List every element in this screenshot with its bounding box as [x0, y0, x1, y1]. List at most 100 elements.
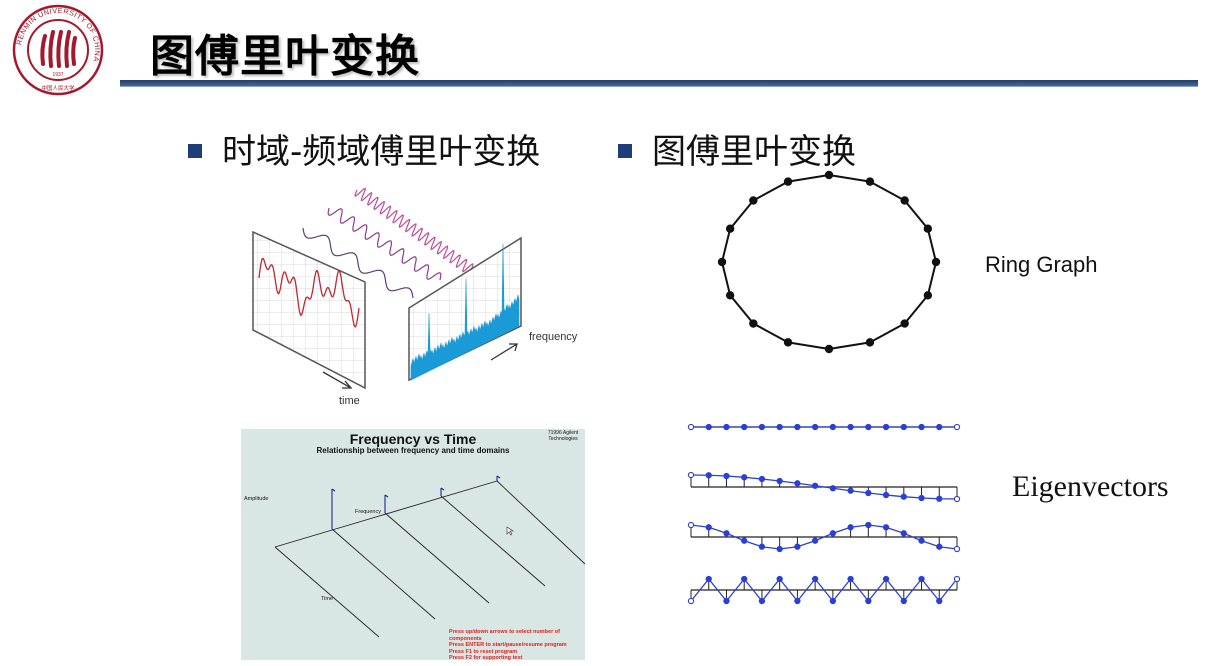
ring-edge [729, 294, 755, 325]
eigen-point [741, 575, 748, 583]
eigen-point [829, 530, 837, 537]
time-domain-panel [252, 230, 366, 390]
ring-edge [721, 261, 732, 296]
logo-year: 1937 [52, 72, 63, 78]
eigen-point [918, 537, 925, 544]
eigen-point [776, 477, 783, 485]
ring-graph [717, 170, 941, 354]
eigen-point [882, 491, 890, 499]
eigenvector-1 [687, 423, 961, 431]
eigen-point [687, 521, 695, 529]
eigen-point [829, 485, 837, 492]
time-axis-label: time [339, 395, 360, 407]
fvt-title: Frequency vs Time [349, 431, 477, 447]
ring-edge [828, 174, 871, 183]
eigen-point [900, 493, 907, 500]
eigen-point [723, 423, 730, 431]
title-divider [120, 80, 1198, 87]
eigen-point [953, 575, 961, 583]
eigen-point [741, 474, 748, 481]
ring-edge [787, 341, 830, 350]
eigen-point [811, 575, 819, 583]
eigen-point [865, 597, 872, 605]
eigen-point [794, 543, 801, 550]
eigen-point [936, 423, 943, 431]
eigen-point [705, 472, 712, 479]
ring-node [717, 257, 727, 267]
eigen-point [953, 545, 961, 553]
ring-edge [903, 199, 929, 230]
eigen-point [936, 543, 943, 550]
eigen-point [758, 597, 766, 605]
fvt-brand: 71996 Agilent Technologies [541, 430, 585, 442]
eigen-point [705, 423, 712, 431]
sine-wave-1 [302, 227, 414, 299]
eigen-curve [690, 474, 958, 500]
frequency-spectrum [410, 243, 520, 381]
ring-edge [828, 341, 871, 350]
bullet-label: 时域-频域傅里叶变换 [222, 132, 541, 172]
eigen-point [936, 495, 943, 502]
eigen-point [900, 423, 907, 431]
eigen-point [847, 487, 854, 494]
sine-wave-3 [354, 187, 474, 273]
ring-node [749, 319, 758, 328]
eigen-point [776, 423, 783, 431]
eigen-point [758, 423, 766, 431]
logo-cn-name: 中国人民大学 [41, 84, 75, 92]
time-signal-curve [258, 257, 360, 328]
eigen-point [865, 423, 872, 431]
ring-edge [752, 180, 789, 202]
ring-node [783, 177, 793, 186]
fvt-instruction-line: Press F1 to reset program [449, 648, 518, 655]
fvt-instructions: Press up/down arrows to select number of… [449, 629, 585, 662]
eigen-point [687, 597, 695, 605]
fvt-time-label: Time [321, 596, 334, 602]
frequency-vs-time-figure: Frequency vs Time Relationship between f… [241, 429, 585, 662]
eigen-point [758, 543, 766, 550]
ring-edge [787, 174, 830, 183]
ring-node [725, 224, 735, 233]
ring-graph-nodes [717, 170, 941, 354]
fvt-axes [274, 475, 585, 638]
eigen-point [882, 423, 890, 431]
eigen-point [882, 575, 890, 583]
eigen-point [847, 423, 854, 431]
eigen-point [758, 475, 766, 483]
bullet-square-icon [188, 143, 202, 158]
eigen-point [811, 423, 819, 431]
eigen-point [900, 597, 907, 605]
eigen-point [847, 575, 854, 583]
ring-node [725, 291, 735, 300]
ring-node [865, 338, 875, 347]
fvt-impulses [331, 475, 501, 529]
frequency-domain-panel [408, 236, 522, 382]
eigen-point [847, 524, 854, 531]
eigenvectors-label: Eigenvectors [1012, 470, 1169, 503]
fvt-subtitle: Relationship between frequency and time … [316, 446, 510, 455]
eigen-point [723, 530, 730, 537]
eigen-point [705, 575, 712, 583]
eigen-point [741, 423, 748, 431]
ring-node [931, 257, 941, 267]
eigen-point [723, 472, 730, 480]
eigen-point [953, 495, 961, 503]
ring-node [900, 319, 909, 328]
ring-edge [926, 228, 937, 263]
ring-node [783, 338, 793, 347]
fvt-brand-line: 71996 Agilent [547, 430, 579, 436]
eigen-point [829, 597, 837, 605]
eigen-point [865, 521, 872, 529]
ring-edge [752, 322, 789, 344]
eigen-point [918, 423, 925, 431]
eigen-point [776, 575, 783, 583]
time-frequency-illustration: time frequency [252, 187, 578, 407]
eigenvector-2 [687, 471, 961, 503]
sine-wave-2 [327, 207, 442, 281]
eigen-curve [690, 524, 958, 550]
ring-edge [729, 199, 755, 230]
ring-node [923, 291, 933, 300]
ring-node [824, 170, 834, 180]
bullet-graph-fourier: 图傅里叶变换 [618, 124, 856, 173]
eigen-point [794, 597, 801, 605]
